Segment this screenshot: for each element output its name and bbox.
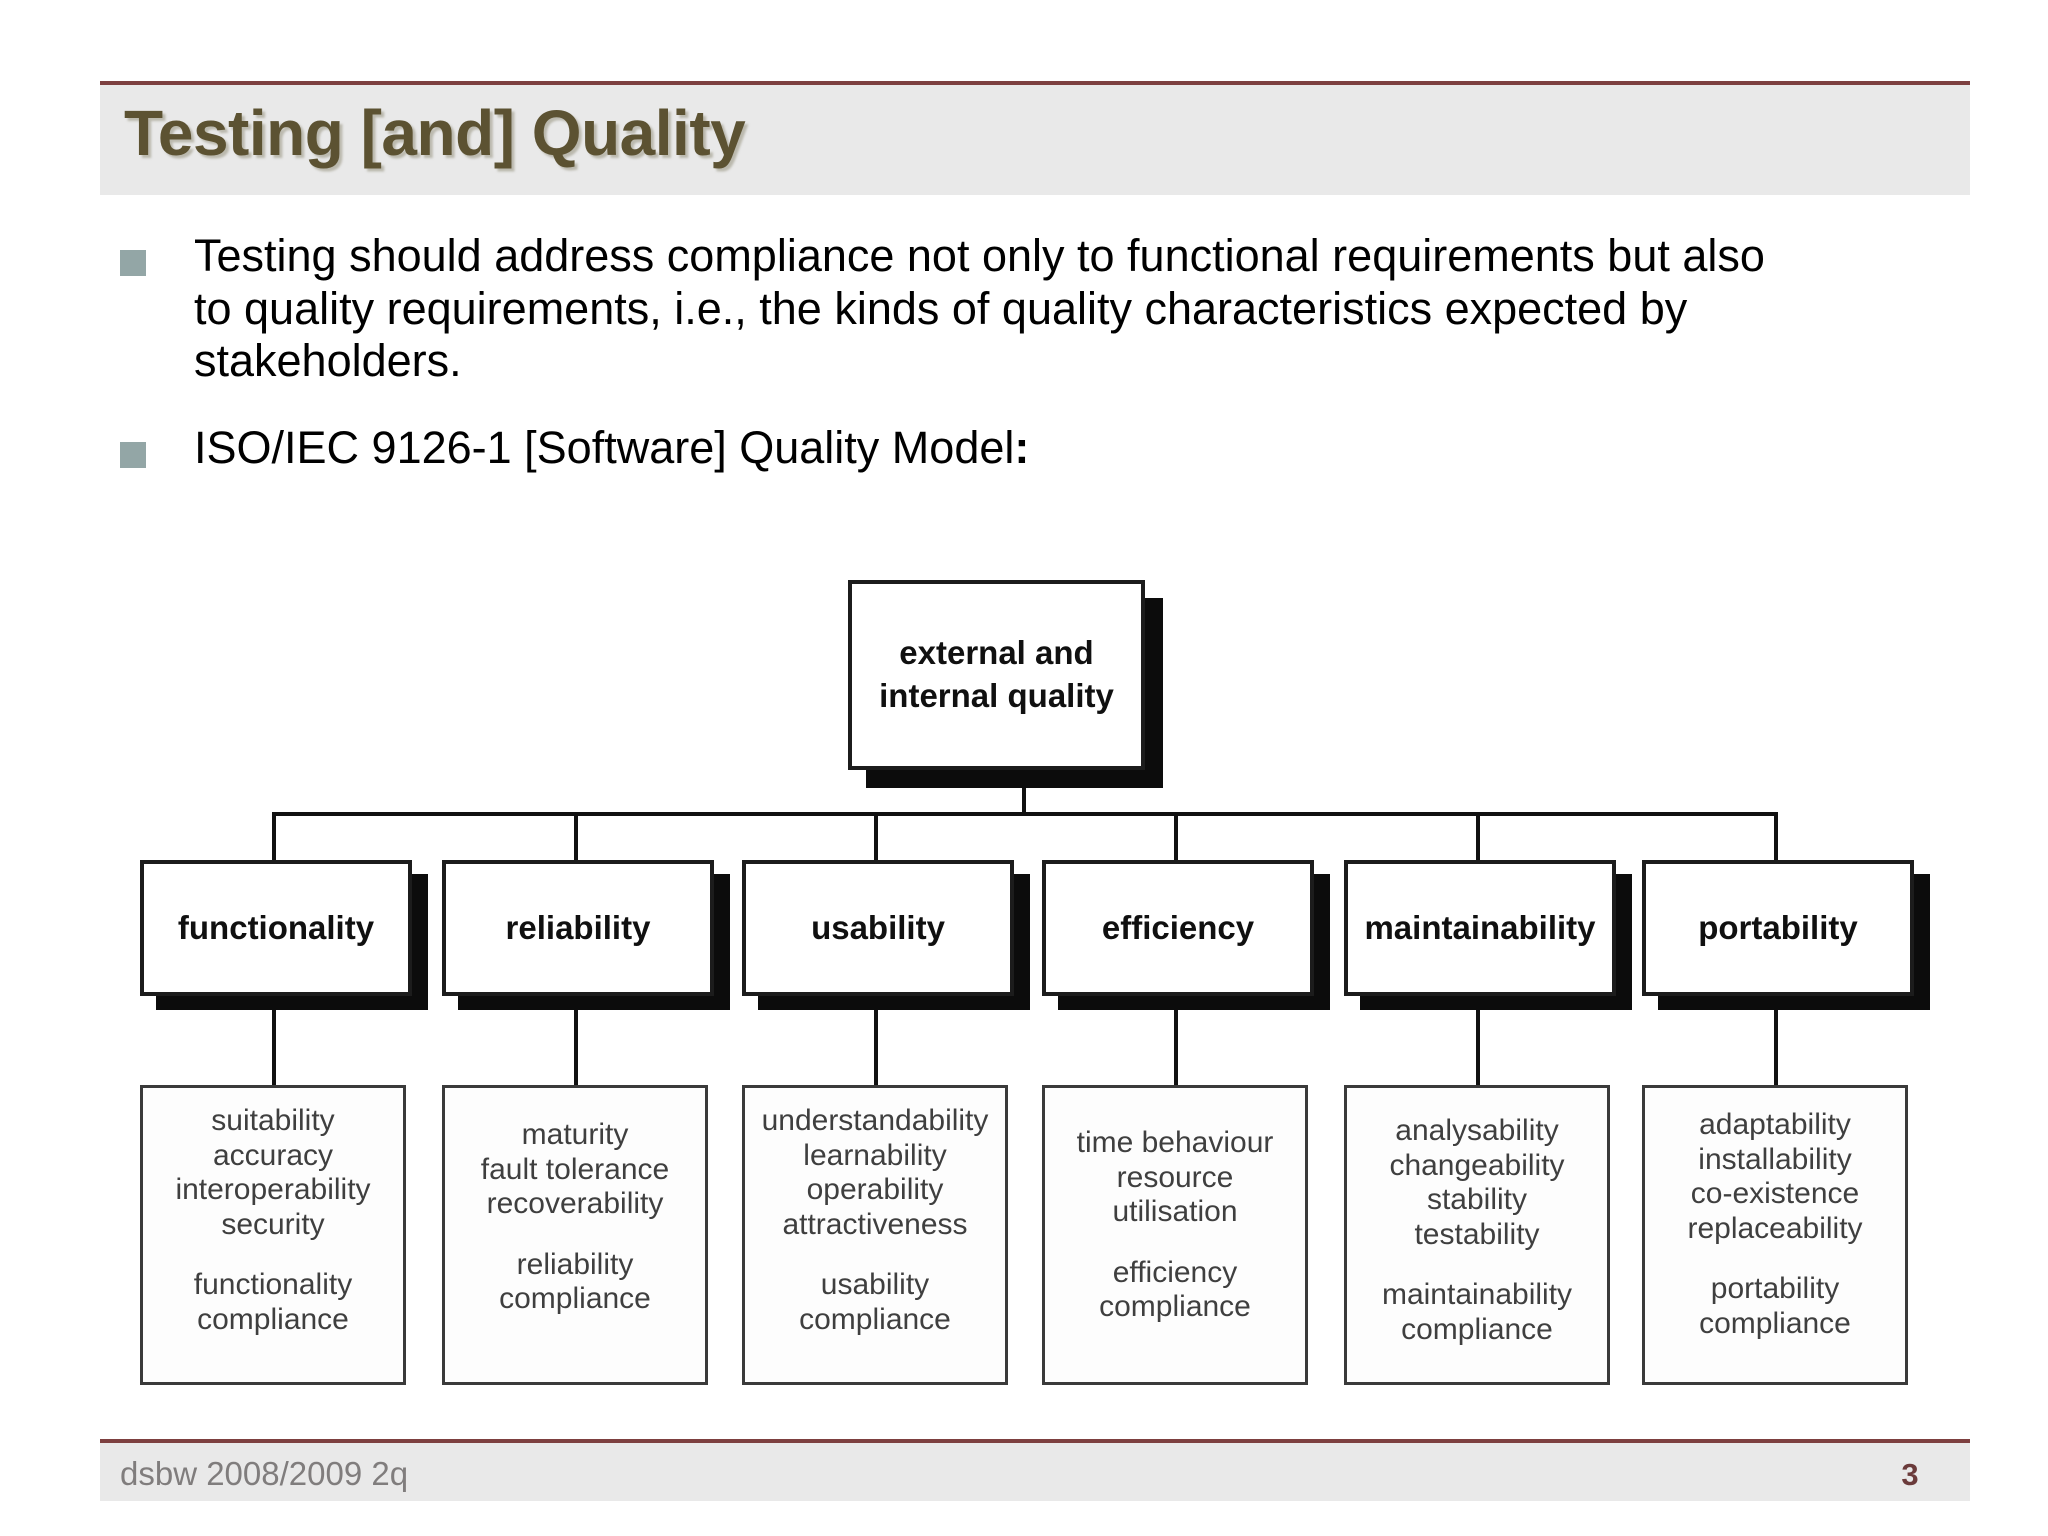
subcharacteristics-efficiency[interactable]: time behaviour resource utilisation effi… xyxy=(1042,1085,1308,1385)
node-portability[interactable]: portability xyxy=(1642,860,1914,996)
node-label: maintainability xyxy=(1364,909,1596,946)
title-band xyxy=(100,81,1970,195)
node-usability[interactable]: usability xyxy=(742,860,1014,996)
bullet-text-1: Testing should address compliance not on… xyxy=(194,230,1765,387)
node-label: efficiency xyxy=(1101,909,1255,946)
connector-portability-leaf xyxy=(1774,996,1778,1085)
subcharacteristic-items: adaptability installability co-existence… xyxy=(1687,1108,1863,1245)
node-label: reliability xyxy=(505,909,651,946)
connector-drop-maintainability xyxy=(1476,812,1480,860)
compliance-item: portability compliance xyxy=(1699,1272,1851,1340)
subcharacteristics-portability[interactable]: adaptability installability co-existence… xyxy=(1642,1085,1908,1385)
connector-drop-portability xyxy=(1774,812,1778,860)
node-label: portability xyxy=(1698,909,1858,946)
subcharacteristics-reliability[interactable]: maturity fault tolerance recoverability … xyxy=(442,1085,708,1385)
bullet-text-2-plain: ISO/IEC 9126-1 [Software] Quality Model xyxy=(194,421,1015,473)
subcharacteristics-usability[interactable]: understandability learnability operabili… xyxy=(742,1085,1008,1385)
connector-bus xyxy=(272,812,1778,816)
node-maintainability[interactable]: maintainability xyxy=(1344,860,1616,996)
footer-band xyxy=(100,1439,1970,1501)
compliance-item: usability compliance xyxy=(799,1268,951,1336)
node-label: functionality xyxy=(177,909,375,946)
bullet-list: Testing should address compliance not on… xyxy=(120,230,1950,505)
compliance-item: efficiency compliance xyxy=(1099,1255,1251,1324)
node-efficiency[interactable]: efficiency xyxy=(1042,860,1314,996)
node-label: usability xyxy=(811,909,945,946)
connector-drop-usability xyxy=(874,812,878,860)
subcharacteristic-items: time behaviour resource utilisation xyxy=(1076,1126,1274,1228)
compliance-item: functionality compliance xyxy=(193,1268,353,1336)
subcharacteristic-items: understandability learnability operabili… xyxy=(761,1104,989,1241)
square-bullet-icon xyxy=(120,250,146,276)
node-label: external and internal quality xyxy=(879,634,1114,714)
square-bullet-icon xyxy=(120,441,146,468)
node-external-and-internal-quality[interactable]: external and internal quality xyxy=(848,580,1145,770)
connector-root-stem xyxy=(1022,770,1026,812)
subcharacteristic-items: maturity fault tolerance recoverability xyxy=(480,1118,670,1220)
subcharacteristics-maintainability[interactable]: analysability changeability stability te… xyxy=(1344,1085,1610,1385)
page-number: 3 xyxy=(1901,1457,1919,1492)
list-item: Testing should address compliance not on… xyxy=(120,230,1950,388)
footer-label: dsbw 2008/2009 2q xyxy=(120,1455,409,1492)
page-title: Testing [and] Quality xyxy=(124,97,746,169)
subcharacteristic-items: analysability changeability stability te… xyxy=(1389,1114,1565,1251)
connector-reliability-leaf xyxy=(574,996,578,1085)
connector-drop-functionality xyxy=(272,812,276,860)
connector-drop-efficiency xyxy=(1174,812,1178,860)
compliance-item: maintainability compliance xyxy=(1381,1278,1573,1346)
compliance-item: reliability compliance xyxy=(499,1247,651,1316)
node-reliability[interactable]: reliability xyxy=(442,860,714,996)
node-functionality[interactable]: functionality xyxy=(140,860,412,996)
bullet-text-2: ISO/IEC 9126-1 [Software] Quality Model: xyxy=(194,422,1029,475)
connector-drop-reliability xyxy=(574,812,578,860)
connector-maintainability-leaf xyxy=(1476,996,1480,1085)
connector-efficiency-leaf xyxy=(1174,996,1178,1085)
subcharacteristic-items: suitability accuracy interoperability se… xyxy=(175,1104,371,1241)
list-item: ISO/IEC 9126-1 [Software] Quality Model: xyxy=(120,422,1950,475)
connector-functionality-leaf xyxy=(272,996,276,1085)
connector-usability-leaf xyxy=(874,996,878,1085)
bullet-text-2-colon: : xyxy=(1014,421,1030,473)
subcharacteristics-functionality[interactable]: suitability accuracy interoperability se… xyxy=(140,1085,406,1385)
